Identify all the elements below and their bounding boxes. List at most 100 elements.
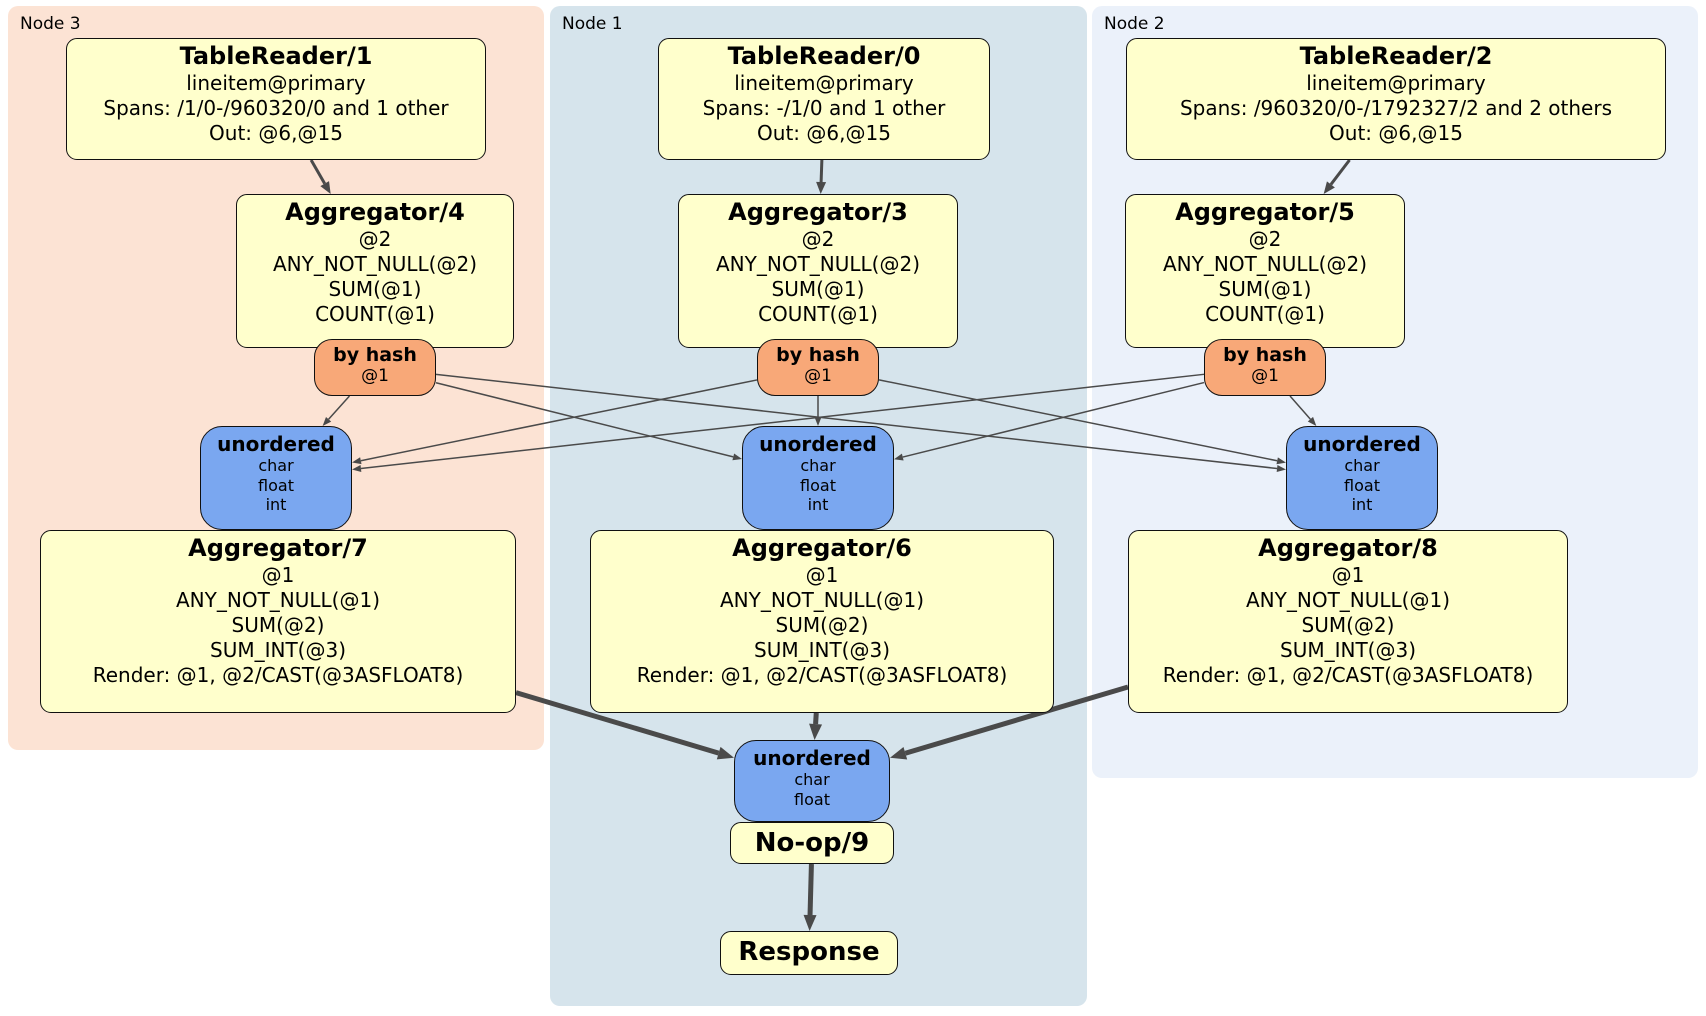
node-text-line: SUM(@1) (328, 277, 422, 302)
panel-label: Node 2 (1104, 14, 1165, 34)
edge-noop-response (803, 863, 817, 931)
node-text-line: Out: @6,@15 (1329, 121, 1463, 146)
router-by-hash-3: by hash @1 (757, 339, 879, 396)
router-title: by hash (776, 344, 860, 366)
edge-tr2-agg5 (1323, 159, 1351, 194)
edge-agg8-syncF (890, 684, 1129, 760)
node-text-line: char (258, 456, 294, 475)
node-text-line: COUNT(@1) (758, 302, 878, 327)
node-text-line: ANY_NOT_NULL(@2) (716, 252, 920, 277)
node-text-line: Spans: /1/0-/960320/0 and 1 other (103, 96, 449, 121)
node-title: Aggregator/3 (728, 198, 908, 226)
node-text-line: Spans: /960320/0-/1792327/2 and 2 others (1179, 96, 1612, 121)
node-title: Aggregator/4 (285, 198, 465, 226)
node-title: Response (738, 937, 880, 967)
node-title: Aggregator/6 (732, 534, 912, 562)
node-text-line: ANY_NOT_NULL(@1) (176, 588, 380, 613)
node-text-line: Out: @6,@15 (757, 121, 891, 146)
node-text-line: ANY_NOT_NULL(@1) (720, 588, 924, 613)
router-title: by hash (1223, 344, 1307, 366)
node-title: TableReader/2 (1299, 42, 1493, 70)
node-text-line: lineitem@primary (186, 71, 366, 96)
sync-title: unordered (753, 746, 871, 770)
node-title: TableReader/0 (727, 42, 921, 70)
node-text-line: Render: @1, @2/CAST(@3ASFLOAT8) (636, 663, 1008, 688)
node-text-line: float (1344, 475, 1380, 495)
sync-title: unordered (759, 432, 877, 456)
edge-byhash4-sync6 (435, 381, 742, 461)
edge-agg6-syncF (809, 712, 823, 740)
node-text-line: SUM_INT(@3) (754, 638, 890, 663)
node-title: Aggregator/8 (1258, 534, 1438, 562)
panel-label: Node 1 (562, 14, 623, 34)
node-title: TableReader/1 (179, 42, 373, 70)
edge-tr0-agg3 (816, 159, 827, 194)
edge-byhash3-sync6 (814, 396, 822, 426)
node-text-line: @2 (358, 227, 392, 252)
edge-byhash3-sync7 (352, 379, 758, 465)
node-text-line: Render: @1, @2/CAST(@3ASFLOAT8) (92, 663, 464, 688)
node-text-line: @1 (261, 563, 295, 588)
node-text-line: SUM(@1) (771, 277, 865, 302)
node-text-line: @2 (1248, 227, 1282, 252)
node-text-line: Spans: -/1/0 and 1 other (702, 96, 946, 121)
node-text-line: lineitem@primary (734, 71, 914, 96)
node-text-line: SUM_INT(@3) (1280, 638, 1416, 663)
router-title: by hash (333, 344, 417, 366)
edge-byhash5-sync8 (1289, 395, 1317, 426)
node-text-line: Render: @1, @2/CAST(@3ASFLOAT8) (1162, 663, 1534, 688)
node-title: Aggregator/5 (1175, 198, 1355, 226)
node-text-line: @1 (361, 365, 389, 386)
sync-title: unordered (217, 432, 335, 456)
node-text-line: SUM(@2) (1301, 613, 1395, 638)
node-no-op-9: No-op/9 (730, 822, 894, 864)
node-text-line: COUNT(@1) (1205, 302, 1325, 327)
node-text-line: SUM(@2) (775, 613, 869, 638)
node-text-line: SUM_INT(@3) (210, 638, 346, 663)
node-text-line: ANY_NOT_NULL(@2) (273, 252, 477, 277)
node-response: Response (720, 931, 898, 975)
edge-tr1-agg4 (309, 159, 331, 194)
node-text-line: lineitem@primary (1306, 71, 1486, 96)
node-text-line: int (1351, 495, 1373, 514)
node-text-line: SUM(@2) (231, 613, 325, 638)
node-text-line: float (258, 475, 294, 495)
node-text-line: ANY_NOT_NULL(@2) (1163, 252, 1367, 277)
sync-title: unordered (1303, 432, 1421, 456)
node-text-line: int (807, 495, 829, 514)
node-text-line: char (1344, 456, 1380, 475)
edge-byhash5-sync7 (352, 373, 1205, 472)
node-text-line: COUNT(@1) (315, 302, 435, 327)
node-title: No-op/9 (754, 828, 870, 858)
panel-label: Node 3 (20, 14, 81, 34)
node-text-line: int (265, 495, 287, 514)
node-text-line: char (800, 456, 836, 475)
node-text-line: @1 (1251, 365, 1279, 386)
router-by-hash-4: by hash @1 (314, 339, 436, 396)
node-title: Aggregator/7 (188, 534, 368, 562)
node-text-line: Out: @6,@15 (209, 121, 343, 146)
node-text-line: @1 (804, 365, 832, 386)
node-text-line: float (794, 789, 830, 809)
node-text-line: ANY_NOT_NULL(@1) (1246, 588, 1450, 613)
edge-agg7-syncF (515, 690, 734, 760)
edge-byhash3-sync8 (878, 379, 1286, 465)
node-text-line: char (794, 770, 830, 789)
node-text-line: SUM(@1) (1218, 277, 1312, 302)
node-text-line: float (800, 475, 836, 495)
edge-byhash4-sync7 (322, 395, 351, 426)
edge-byhash4-sync8 (435, 373, 1286, 472)
